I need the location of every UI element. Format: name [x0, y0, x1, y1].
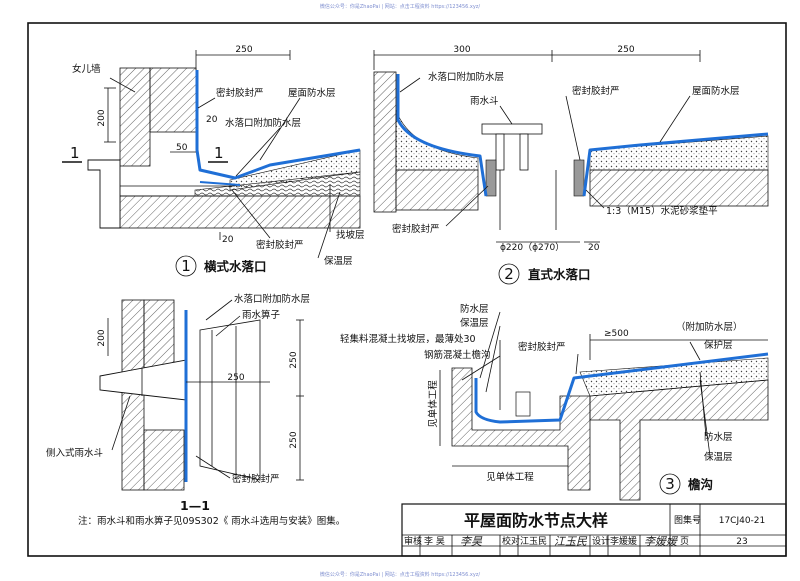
detail-3-number: 3 [665, 475, 675, 493]
detail-1-title: 横式水落口 [204, 259, 267, 274]
titleblock-review-label: 审核 [404, 535, 422, 547]
detail-3-title: 檐沟 [688, 477, 713, 492]
label-drain-extra-1: 水落口附加防水层 [225, 117, 301, 129]
dim-250-d2: 250 [617, 45, 634, 55]
label-insulation2-d3: 保温层 [704, 451, 733, 463]
section-1-1-title: 1—1 [180, 498, 210, 513]
dim-200-d1: 200 [97, 109, 107, 126]
label-insulation-d3: 保温层 [460, 317, 489, 329]
label-drain-bucket: 雨水斗 [470, 95, 499, 107]
label-sealant-top-2: 密封胶封严 [572, 85, 620, 97]
titleblock-atlas-label: 图集号 [674, 514, 701, 526]
titleblock-reviewer: 李 昊 [424, 535, 445, 547]
titleblock-designer-signature: 李媛媛 [644, 535, 679, 548]
label-roof-waterproof-2: 屋面防水层 [692, 85, 740, 97]
section-mark-right: 1 [214, 144, 224, 162]
dim-500-d3: ≥500 [604, 329, 629, 339]
dim-250c-11: 250 [227, 373, 244, 383]
label-extra-d3: （附加防水层） [676, 321, 743, 333]
detail-2-number: 2 [504, 265, 514, 283]
dim-dia-d2: ϕ220（ϕ270） [500, 242, 564, 253]
dim-250a-11: 250 [289, 351, 299, 368]
label-sealant-d3: 密封胶封严 [518, 341, 566, 353]
label-drain-extra-2: 水落口附加防水层 [428, 71, 504, 83]
titleblock-checker: 江玉民 [520, 536, 547, 547]
titleblock-checker-signature: 江玉民 [554, 535, 588, 548]
label-protection-d3: 保护层 [704, 339, 733, 351]
drawing-note: 注：雨水斗和雨水箅子见09S302《 雨水斗选用与安装》图集。 [78, 515, 345, 527]
detail-1-number-circle [175, 255, 197, 277]
detail-2-number-circle [498, 263, 520, 285]
label-side-drain: 侧入式雨水斗 [46, 447, 103, 459]
label-waterproof2-d3: 防水层 [704, 431, 733, 443]
dim-20b-d1: 20 [222, 235, 234, 245]
titleblock-reviewer-signature: 李昊 [460, 535, 483, 548]
label-mortar: 1:3（M15）水泥砂浆垫平 [606, 205, 718, 217]
dim-250-d1: 250 [235, 45, 252, 55]
dim-250b-11: 250 [289, 431, 299, 448]
dim-20a-d1: 20 [206, 115, 218, 125]
label-sealant-bottom-2: 密封胶封严 [392, 223, 440, 235]
dim-20-d2: 20 [588, 243, 600, 253]
titleblock-atlas-no: 17CJ40-21 [719, 516, 766, 526]
detail-3-number-circle [659, 473, 681, 495]
label-parapet: 女儿墙 [72, 63, 101, 75]
detail-1-number: 1 [181, 257, 191, 275]
label-see-unit-vertical: 见单体工程 [427, 380, 439, 428]
dim-200-11: 200 [97, 329, 107, 346]
label-lightweight: 轻集料混凝土找坡层，最薄处30 [340, 333, 476, 345]
label-sealant-top: 密封胶封严 [216, 87, 264, 99]
watermark-top: 微信公众号：你是ZhaoPai | 网站：点击工程资料 https://1234… [319, 4, 481, 10]
detail-1-horizontal-drain: 女儿墙 密封胶封严 屋面防水层 水落口附加防水层 密封胶封严 找坡层 保温层 1… [62, 45, 365, 277]
detail-2-vertical-drain: 水落口附加防水层 雨水斗 密封胶封严 屋面防水层 密封胶封严 1:3（M15）水… [373, 45, 769, 285]
label-rc-gutter: 钢筋混凝土檐沟 [424, 349, 491, 361]
label-sealant-11: 密封胶封严 [232, 473, 280, 485]
titleblock-page-no: 23 [736, 537, 747, 547]
title-block: 平屋面防水节点大样 图集号 17CJ40-21 审核 李 昊 李昊 校对 江玉民… [401, 503, 787, 557]
dim-50-d1: 50 [176, 143, 188, 153]
label-see-unit-horizontal: 见单体工程 [486, 471, 534, 483]
label-insulation-1: 保温层 [324, 255, 353, 267]
label-slope-layer: 找坡层 [336, 229, 365, 241]
label-waterproof-d3: 防水层 [460, 303, 489, 315]
label-roof-waterproof: 屋面防水层 [288, 87, 336, 99]
watermark-bottom: 微信公众号：你是ZhaoPai | 网站：点击工程资料 https://1234… [319, 572, 481, 578]
titleblock-design-label: 设计 [592, 535, 610, 547]
titleblock-check-label: 校对 [502, 535, 520, 547]
section-1-1: 水落口附加防水层 雨水箅子 侧入式雨水斗 密封胶封严 200 250 250 2… [46, 293, 310, 513]
detail-3-gutter: 防水层 保温层 轻集料混凝土找坡层，最薄处30 钢筋混凝土檐沟 密封胶封严 （附… [340, 303, 769, 501]
label-drain-extra-11: 水落口附加防水层 [234, 293, 310, 305]
label-grate: 雨水箅子 [242, 309, 281, 321]
titleblock-page-label: 页 [680, 536, 689, 547]
titleblock-title: 平屋面防水节点大样 [464, 511, 608, 530]
dim-300-d2: 300 [453, 45, 470, 55]
section-mark-left: 1 [70, 144, 80, 162]
titleblock-designer: 李媛媛 [610, 535, 637, 547]
label-sealant-bottom-1: 密封胶封严 [256, 239, 304, 251]
detail-2-title: 直式水落口 [528, 267, 591, 282]
